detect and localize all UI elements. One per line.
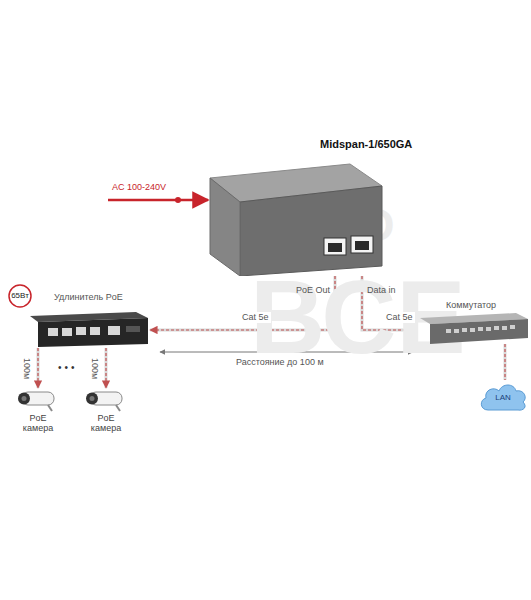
camera-label: PoE камера: [18, 413, 58, 433]
cloud-label: LAN: [478, 392, 528, 403]
lan-cloud: LAN: [478, 380, 528, 412]
injector-body: [200, 158, 385, 276]
cable-label: 100м: [90, 355, 101, 380]
port-label: Data in: [367, 285, 396, 296]
cable-connector: [105, 348, 106, 388]
cable-label: Cat 5e: [384, 312, 415, 323]
camera-label: PoE камера: [86, 413, 126, 433]
cable-label: 100м: [22, 355, 33, 380]
device-label: Коммутатор: [446, 300, 496, 311]
cable-connector: [504, 344, 505, 380]
poe-camera: PoE камера: [78, 388, 134, 448]
watermark: ВСЕ: [250, 262, 466, 372]
poe-injector: Midspan-1/650GA: [200, 158, 385, 276]
power-arrow: [108, 199, 208, 202]
device-title: Midspan-1/650GA: [320, 138, 412, 151]
poe-extender: Удлинитель PoE 65Вт: [8, 284, 150, 348]
poe-camera: PoE камера: [10, 388, 66, 448]
power-dot: [175, 197, 181, 203]
network-switch: Коммутатор: [416, 300, 528, 344]
power-label: AC 100-240V: [112, 182, 166, 193]
cable-connector: [37, 348, 38, 388]
ellipsis: •••: [58, 362, 78, 373]
port-label: PoE Out: [296, 285, 330, 296]
cable-label: Cat 5e: [240, 312, 271, 323]
dimension-label: Расстояние до 100 м: [236, 357, 324, 368]
cable-shadow: [504, 344, 507, 380]
device-label: Удлинитель PoE: [54, 292, 123, 303]
cable-shadow: [105, 348, 108, 388]
cable-shadow: [37, 348, 40, 388]
power-badge: 65Вт: [8, 290, 32, 301]
